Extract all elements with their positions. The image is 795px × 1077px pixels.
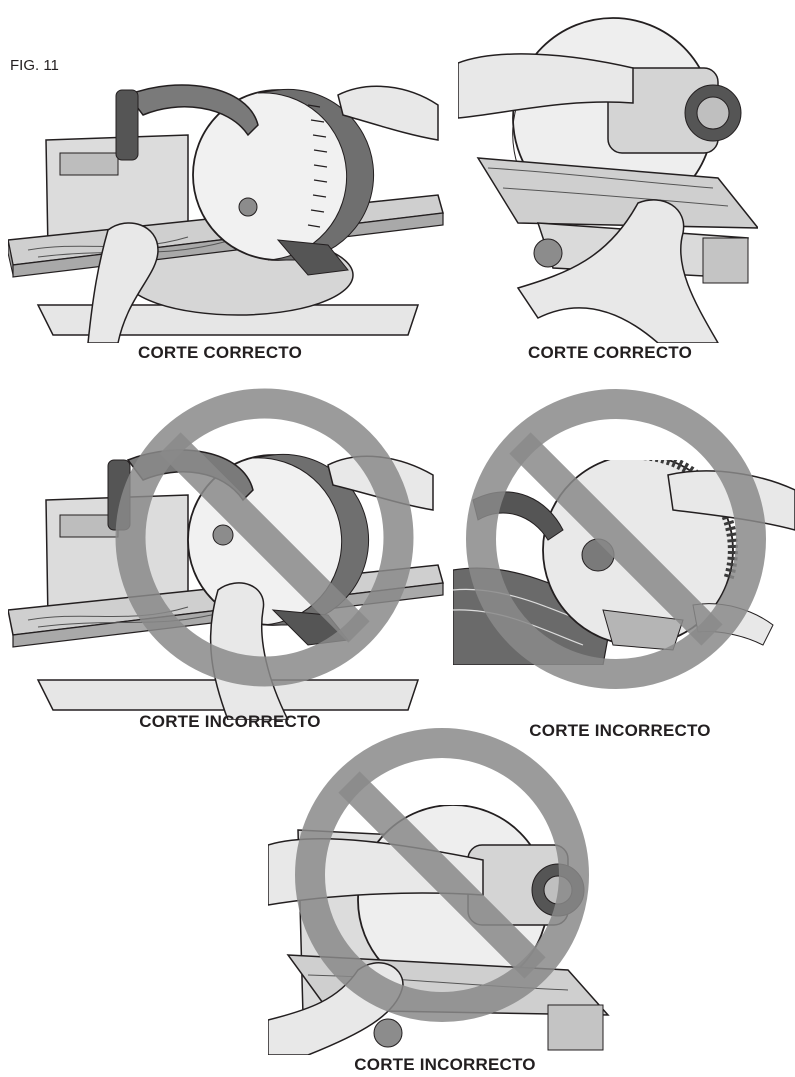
- caption-panel-1: CORTE CORRECTO: [138, 343, 302, 362]
- caption-panel-5: CORTE INCORRECTO: [354, 1055, 536, 1074]
- prohibition-sign-panel-4: [462, 385, 770, 693]
- prohibition-sign-panel-5: [292, 725, 592, 1025]
- caption-panel-4: CORTE INCORRECTO: [529, 721, 711, 740]
- prohibition-sign-panel-3: [112, 385, 417, 690]
- illustration-correct-cut-side: [8, 65, 448, 343]
- figure-label: FIG. 11: [10, 57, 59, 74]
- illustration-correct-cut-front: [458, 8, 758, 343]
- caption-panel-2: CORTE CORRECTO: [528, 343, 692, 362]
- caption-panel-3: CORTE INCORRECTO: [139, 712, 321, 731]
